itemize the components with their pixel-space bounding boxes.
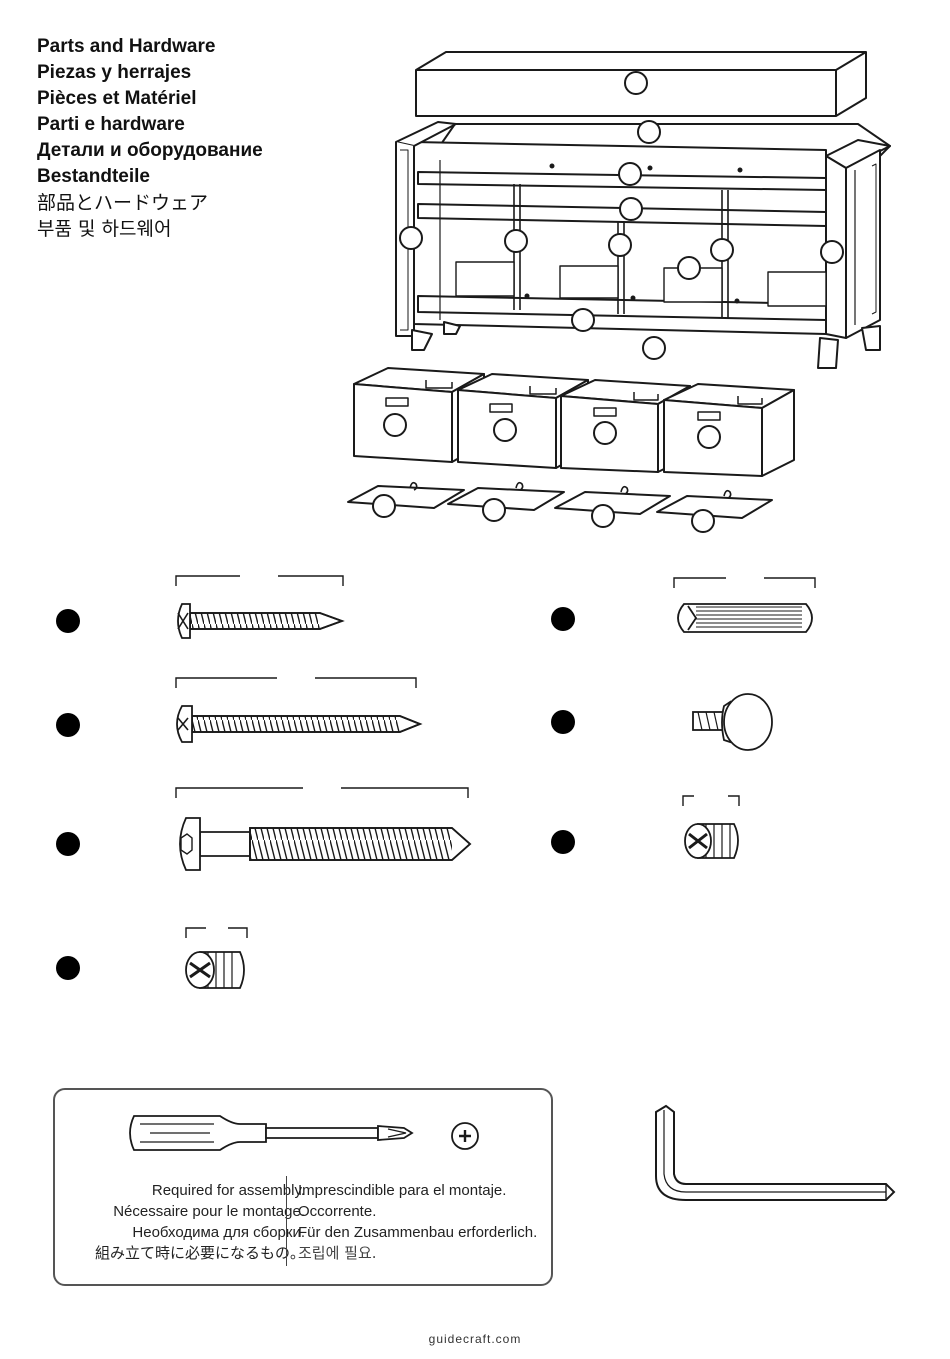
tool-note-fr: Nécessaire pour le montage. xyxy=(113,1203,305,1220)
part-marker-icon xyxy=(551,710,575,734)
phillips-head-icon xyxy=(451,1122,479,1150)
part-marker-icon xyxy=(56,956,80,980)
bin-bottom-panel-icon xyxy=(447,481,565,522)
hardware-markers xyxy=(56,607,575,980)
part-marker-icon xyxy=(551,830,575,854)
parts-heading: Parts and Hardware Piezas y herrajes Piè… xyxy=(37,34,263,242)
bolt-icon xyxy=(179,817,472,871)
part-marker-icon xyxy=(551,607,575,631)
part-marker-icon xyxy=(56,832,80,856)
part-marker-icon xyxy=(619,197,643,221)
tool-note-es: Imprescindible para el montaje. xyxy=(298,1182,507,1199)
tool-note-ja: 組み立て時に必要になるもの。 xyxy=(94,1244,305,1262)
leveling-foot-icon xyxy=(692,693,773,751)
cam-nut-icon xyxy=(185,951,245,989)
heading-ru: Детали и оборудование xyxy=(37,140,263,161)
storage-bins xyxy=(353,367,795,477)
cam-nut-icon xyxy=(684,823,739,859)
tool-note-it: Occorrente. xyxy=(298,1203,377,1220)
required-tool-box: Required for assembly. Nécessaire pour l… xyxy=(53,1088,553,1286)
part-marker-icon xyxy=(637,120,661,144)
part-marker-icon xyxy=(56,713,80,737)
part-marker-icon xyxy=(820,240,844,264)
bin-bottom-panels xyxy=(347,481,773,533)
part-marker-icon xyxy=(504,229,528,253)
part-marker-icon xyxy=(618,162,642,186)
tool-note-divider xyxy=(286,1176,287,1266)
part-marker-icon xyxy=(571,308,595,332)
tool-note-en: Required for assembly. xyxy=(151,1182,305,1199)
tool-note-ru: Необходима для сборки. xyxy=(132,1224,305,1241)
tool-note-de: Für den Zusammenbau erforderlich. xyxy=(298,1224,538,1241)
heading-es: Piezas y herrajes xyxy=(37,62,192,83)
screwdriver-icon xyxy=(129,1115,414,1151)
part-marker-icon xyxy=(608,233,632,257)
heading-ko: 부품 및 하드웨어 xyxy=(37,218,172,240)
part-marker-icon xyxy=(642,336,666,360)
part-marker-icon xyxy=(56,609,80,633)
tool-note-left: Required for assembly. Nécessaire pour l… xyxy=(95,1180,305,1264)
tool-note-right: Imprescindible para el montaje. Occorren… xyxy=(298,1180,537,1264)
heading-ja: 部品とハードウェア xyxy=(37,192,209,214)
heading-fr: Pièces et Matériel xyxy=(37,88,197,109)
part-marker-icon xyxy=(710,238,734,262)
bench-part-markers xyxy=(399,71,844,360)
dimension-brackets xyxy=(175,575,816,938)
footer-site: guidecraft.com xyxy=(428,1332,522,1346)
bin-bottom-panel-icon xyxy=(347,481,465,518)
part-marker-icon xyxy=(677,256,701,280)
heading-de: Bestandteile xyxy=(37,166,150,187)
bin-bottom-panel-icon xyxy=(554,485,671,528)
long-wood-screw-icon xyxy=(176,705,423,743)
heading-en: Parts and Hardware xyxy=(37,36,216,57)
bin-bottom-panel-icon xyxy=(656,489,773,533)
wooden-dowel-icon xyxy=(677,603,813,633)
part-marker-icon xyxy=(624,71,648,95)
wood-screw-icon xyxy=(177,603,345,639)
heading-it: Parti e hardware xyxy=(37,114,185,135)
bench-exploded-diagram xyxy=(395,51,891,369)
part-marker-icon xyxy=(399,226,423,250)
allen-key-icon xyxy=(655,1104,896,1201)
storage-bin-icon xyxy=(663,383,795,477)
tool-note-ko: 조립에 필요. xyxy=(298,1244,377,1262)
